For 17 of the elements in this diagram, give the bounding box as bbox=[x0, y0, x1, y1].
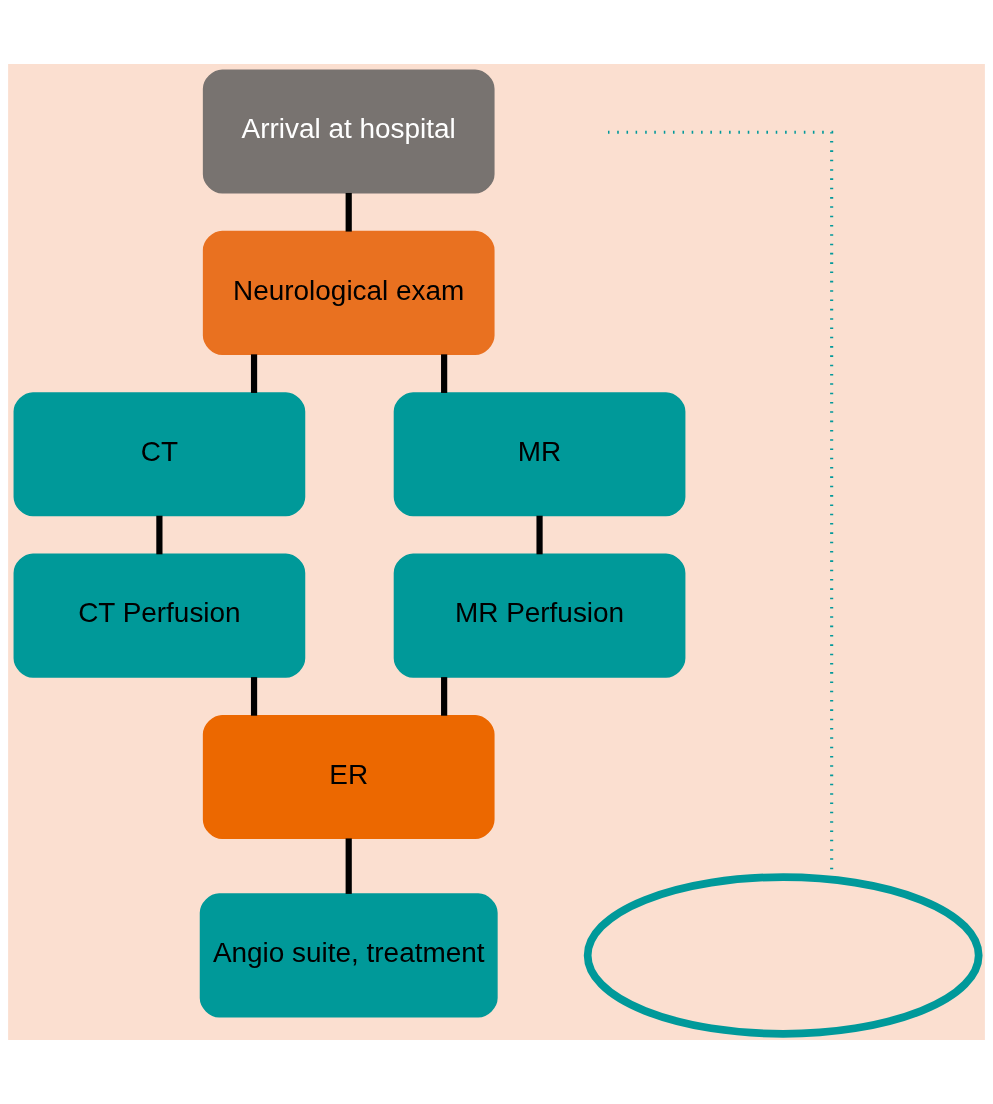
connector bbox=[250, 677, 258, 716]
node-box: Neurological exam bbox=[202, 230, 495, 355]
node-box: MR Perfusion bbox=[393, 553, 686, 678]
connector bbox=[441, 354, 448, 393]
connector bbox=[250, 354, 258, 393]
node-box: CT Perfusion bbox=[13, 553, 306, 678]
connector bbox=[345, 838, 352, 894]
node-box: ER bbox=[202, 714, 495, 840]
connector bbox=[156, 515, 163, 555]
node-box: MR bbox=[393, 392, 686, 517]
node-ellipse bbox=[583, 873, 983, 1038]
node-box: Arrival at hospital bbox=[202, 69, 495, 194]
node-box: Angio suite, treatment bbox=[199, 893, 498, 1018]
node-box: CT bbox=[13, 392, 306, 517]
connector bbox=[345, 192, 352, 232]
connector bbox=[536, 515, 543, 555]
connector bbox=[441, 677, 448, 716]
